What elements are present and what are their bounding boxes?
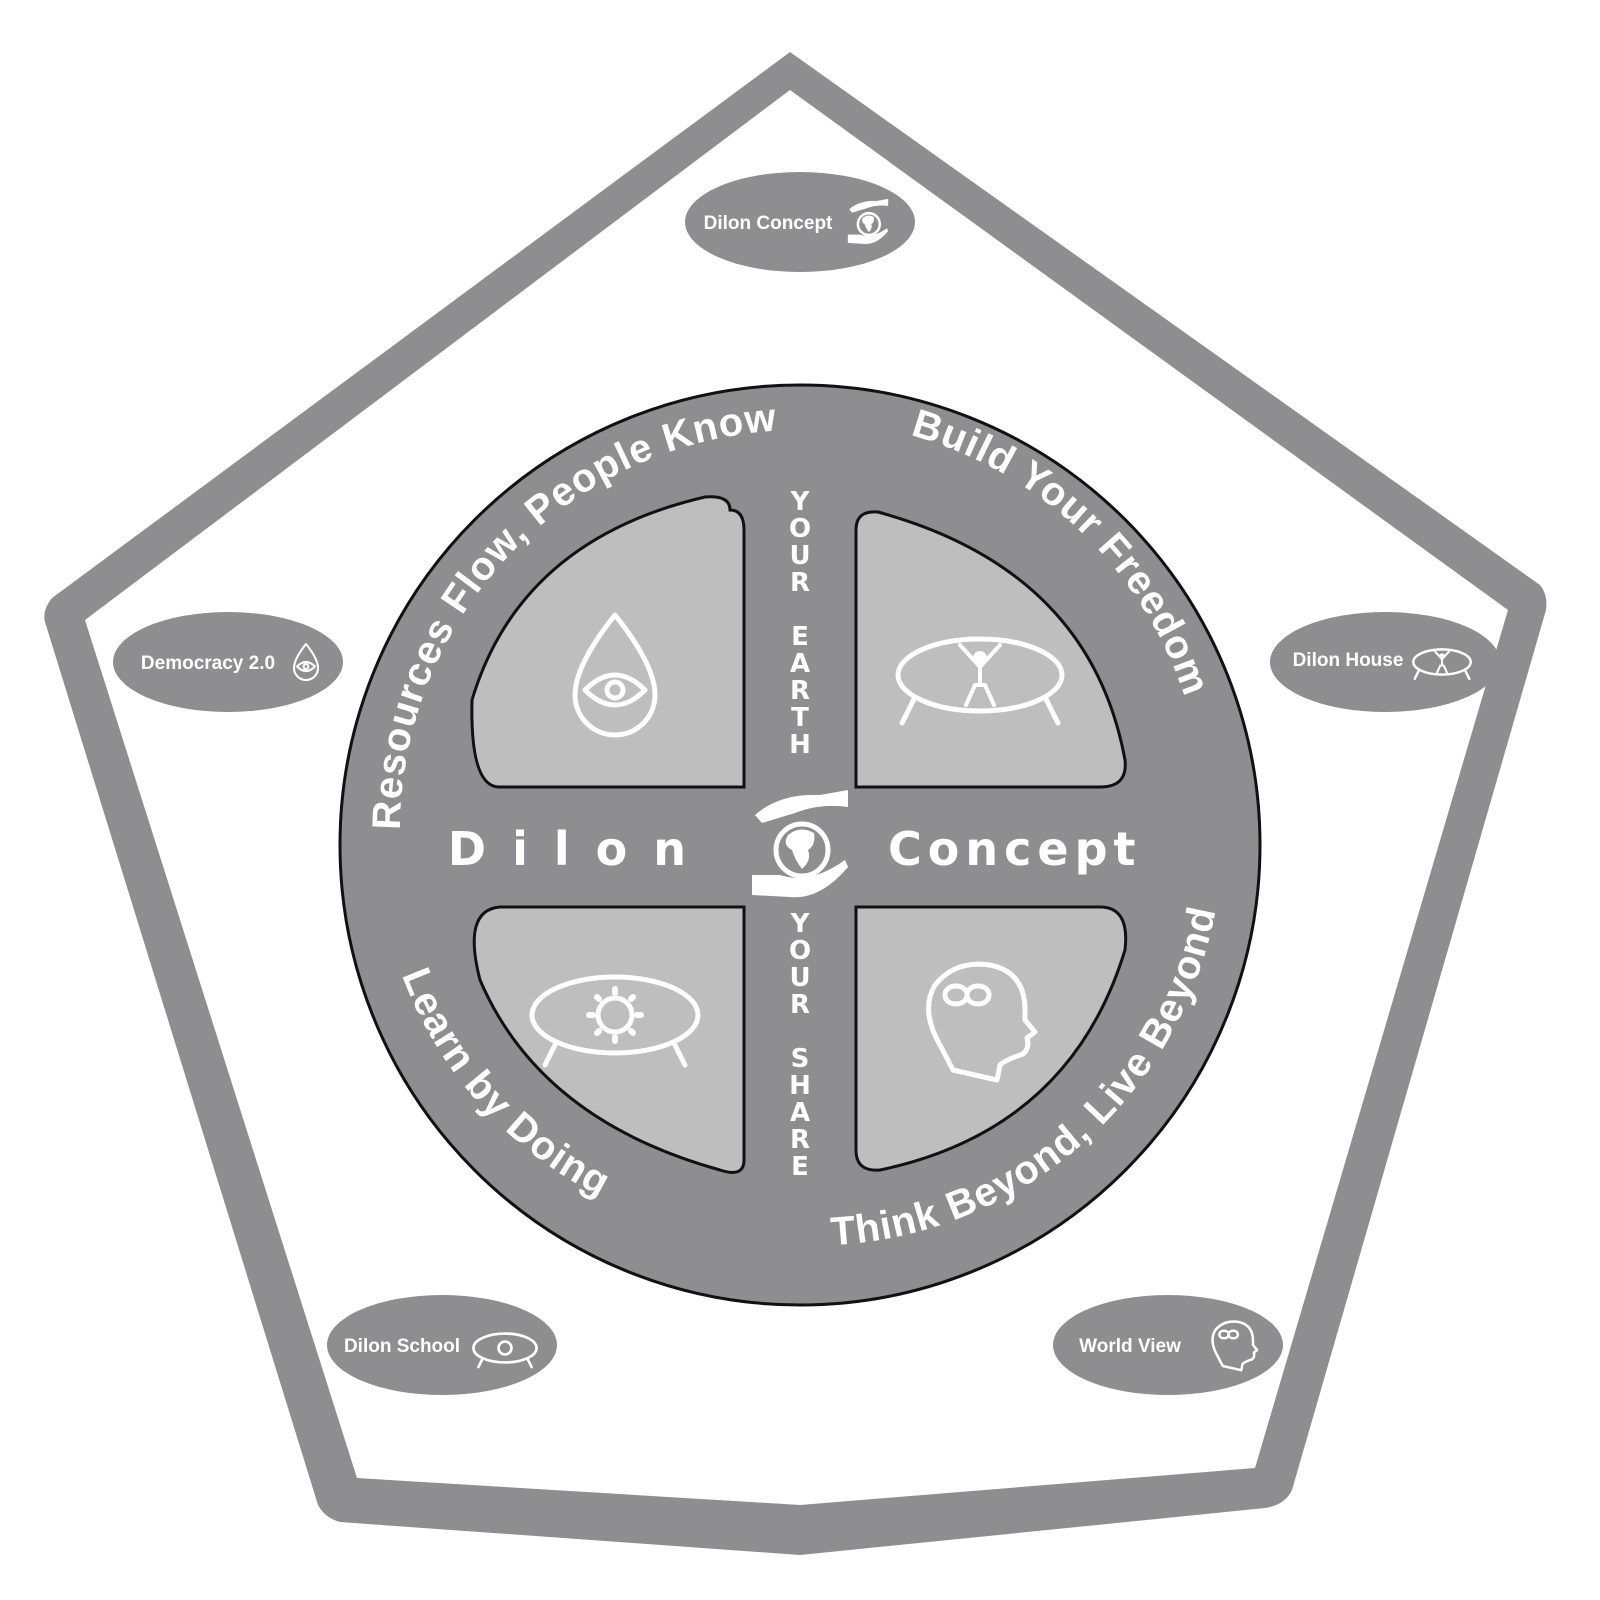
pill-dilon-school[interactable]: Dilon School: [327, 1295, 557, 1395]
center-title-right: Concept: [888, 822, 1142, 876]
svg-text:Y: Y: [790, 487, 811, 517]
svg-text:H: H: [789, 730, 811, 760]
svg-text:S: S: [791, 1044, 810, 1074]
quadrant-top-left[interactable]: [470, 495, 746, 789]
trampoline-person-icon: [895, 636, 1065, 726]
trampoline-gear-icon: [472, 1332, 538, 1369]
svg-text:O: O: [789, 514, 811, 544]
quadrant-bottom-left[interactable]: [472, 905, 746, 1174]
trampoline-gear-icon: [529, 974, 701, 1068]
svg-text:R: R: [790, 990, 810, 1020]
hands-globe-icon: [752, 790, 848, 898]
svg-text:U: U: [789, 541, 810, 571]
drop-eye-icon: [572, 612, 658, 738]
trampoline-person-icon: [1412, 648, 1472, 681]
svg-text:R: R: [790, 568, 810, 598]
svg-text:E: E: [791, 1152, 809, 1182]
pill-dilon-concept[interactable]: Dilon Concept: [685, 172, 915, 272]
pill-democracy-2[interactable]: Democracy 2.0: [113, 612, 343, 712]
svg-text:T: T: [791, 703, 809, 733]
quadrant-bottom-right[interactable]: [854, 905, 1128, 1172]
svg-text:R: R: [790, 1125, 810, 1155]
drop-eye-icon: [292, 642, 320, 682]
hands-globe-icon: [847, 198, 889, 244]
svg-text:Dilon School: Dilon School: [344, 1336, 460, 1357]
svg-text:Y: Y: [790, 909, 811, 939]
svg-text:A: A: [790, 649, 810, 679]
svg-text:O: O: [789, 936, 811, 966]
vertical-text-your-share: Y O U R S H A R E: [789, 909, 811, 1182]
svg-text:Democracy 2.0: Democracy 2.0: [141, 653, 275, 674]
svg-text:World View: World View: [1079, 1336, 1181, 1357]
svg-text:A: A: [790, 1098, 810, 1128]
svg-text:Dilon House: Dilon House: [1293, 650, 1404, 671]
svg-text:H: H: [789, 1071, 811, 1101]
quadrant-top-right[interactable]: [854, 510, 1127, 789]
center-title-left: Dilon: [448, 822, 712, 876]
head-infinity-icon: [1211, 1320, 1259, 1372]
svg-text:Dilon Concept: Dilon Concept: [704, 213, 833, 234]
head-infinity-icon: [926, 961, 1038, 1083]
svg-text:U: U: [789, 963, 810, 993]
vertical-text-your-earth: Y O U R E A R T H: [789, 487, 811, 760]
svg-text:R: R: [790, 676, 810, 706]
svg-text:E: E: [791, 622, 809, 652]
pill-world-view[interactable]: World View: [1053, 1295, 1283, 1395]
pill-dilon-house[interactable]: Dilon House: [1270, 612, 1500, 712]
